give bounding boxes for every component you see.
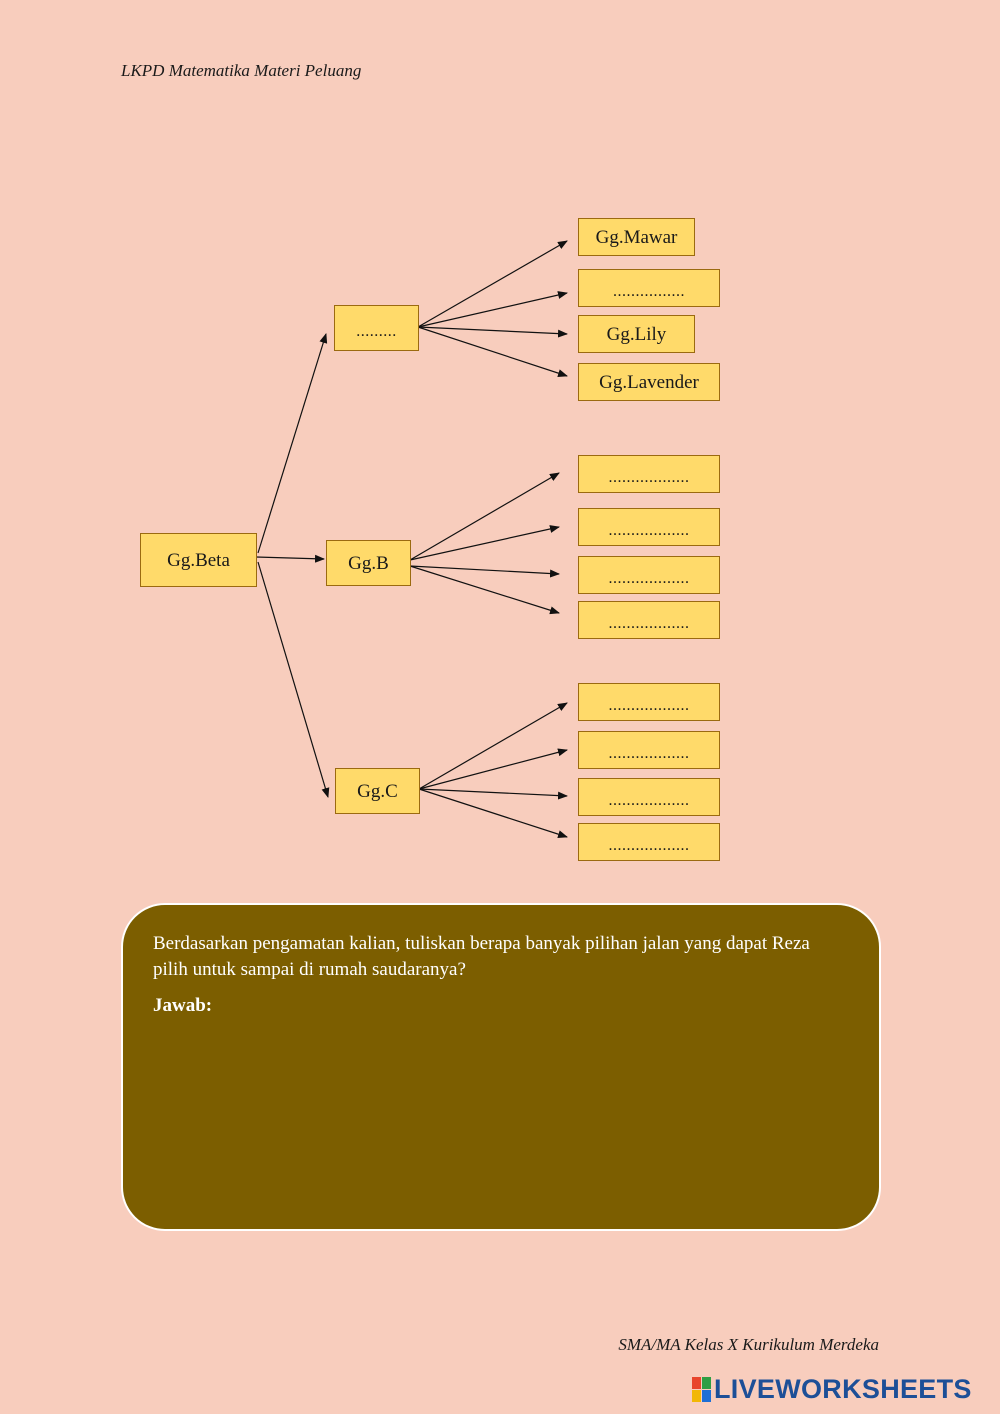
arrow-b2-leaf4 bbox=[409, 565, 560, 615]
answer-panel: Berdasarkan pengamatan kalian, tuliskan … bbox=[121, 903, 881, 1231]
arrow-b1-leaf1 bbox=[417, 240, 568, 328]
arrow-b2-leaf3 bbox=[409, 565, 560, 578]
answer-input-area[interactable] bbox=[153, 1023, 849, 1213]
question-text: Berdasarkan pengamatan kalian, tuliskan … bbox=[153, 933, 810, 980]
node-branch3: Gg.C bbox=[335, 768, 420, 814]
liveworksheets-logo-text: LIVEWORKSHEETS bbox=[714, 1374, 972, 1404]
arrow-b3-leaf4 bbox=[418, 788, 568, 839]
leaf-lavender: Gg.Lavender bbox=[578, 363, 720, 401]
logo-square-1 bbox=[692, 1377, 701, 1389]
header-text: LKPD Matematika Materi Peluang bbox=[121, 61, 362, 80]
leaf-b3-input-4[interactable]: .................. bbox=[578, 823, 720, 861]
node-branch1-input[interactable]: ......... bbox=[334, 305, 419, 351]
leaf-b3-input-2[interactable]: .................. bbox=[578, 731, 720, 769]
leaf-b2-input-4[interactable]: .................. bbox=[578, 601, 720, 639]
leaf-lily: Gg.Lily bbox=[578, 315, 695, 353]
liveworksheets-logo[interactable]: LIVEWORKSHEETS bbox=[692, 1374, 972, 1405]
leaf-b3-input-1[interactable]: .................. bbox=[578, 683, 720, 721]
arrow-b1-leaf2 bbox=[417, 291, 568, 328]
arrow-b1-leaf4 bbox=[417, 326, 568, 377]
arrow-b2-leaf1 bbox=[409, 472, 560, 561]
arrow-root-branch3 bbox=[257, 561, 330, 798]
leaf-b2-input-3[interactable]: .................. bbox=[578, 556, 720, 594]
logo-square-3 bbox=[692, 1390, 701, 1402]
arrow-b2-leaf2 bbox=[409, 525, 560, 561]
logo-square-2 bbox=[702, 1377, 711, 1389]
node-branch2: Gg.B bbox=[326, 540, 411, 586]
leaf-mawar: Gg.Mawar bbox=[578, 218, 695, 256]
leaf-b3-input-3[interactable]: .................. bbox=[578, 778, 720, 816]
liveworksheets-logo-icon bbox=[692, 1377, 711, 1402]
logo-square-4 bbox=[702, 1390, 711, 1402]
leaf-b2-input-1[interactable]: .................. bbox=[578, 455, 720, 493]
leaf-b2-input-2[interactable]: .................. bbox=[578, 508, 720, 546]
arrow-b3-leaf3 bbox=[418, 788, 568, 800]
footer-text: SMA/MA Kelas X Kurikulum Merdeka bbox=[618, 1335, 879, 1354]
arrow-root-branch1 bbox=[257, 333, 328, 554]
arrow-b3-leaf2 bbox=[418, 748, 568, 790]
node-root: Gg.Beta bbox=[140, 533, 257, 587]
answer-label: Jawab: bbox=[153, 995, 213, 1016]
arrow-b3-leaf1 bbox=[418, 702, 568, 790]
arrow-b1-leaf3 bbox=[417, 326, 568, 338]
arrow-root-branch2 bbox=[255, 554, 325, 563]
leaf-b1-input[interactable]: ................ bbox=[578, 269, 720, 307]
